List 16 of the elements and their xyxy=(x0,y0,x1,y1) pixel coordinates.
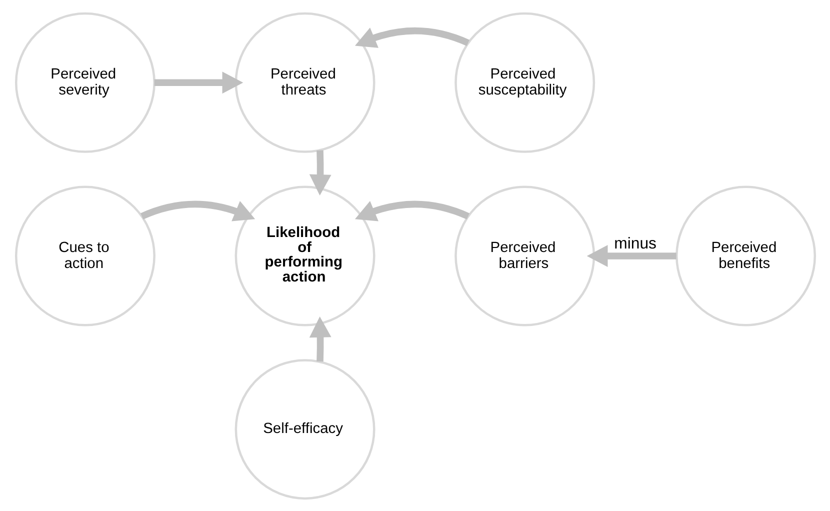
arrow xyxy=(308,150,331,195)
edge-label: minus xyxy=(614,234,656,252)
arrow xyxy=(154,71,243,94)
arrow xyxy=(140,200,255,221)
node-circle: Self-efficacy xyxy=(234,358,375,500)
node-circle: Perceived barriers xyxy=(454,185,595,326)
node-circle: Perceived threats xyxy=(234,12,375,152)
node-circle: Cues to action xyxy=(14,185,155,326)
node-circle: Perceived susceptability xyxy=(454,12,595,152)
arrow xyxy=(308,316,331,362)
node-circle: Perceived benefits xyxy=(675,185,816,326)
arrow xyxy=(354,200,469,221)
arrow xyxy=(586,244,676,266)
node-circle: Likelihood of performing action xyxy=(234,185,375,326)
node-circle: Perceived severity xyxy=(14,12,155,152)
arrow xyxy=(354,26,469,48)
